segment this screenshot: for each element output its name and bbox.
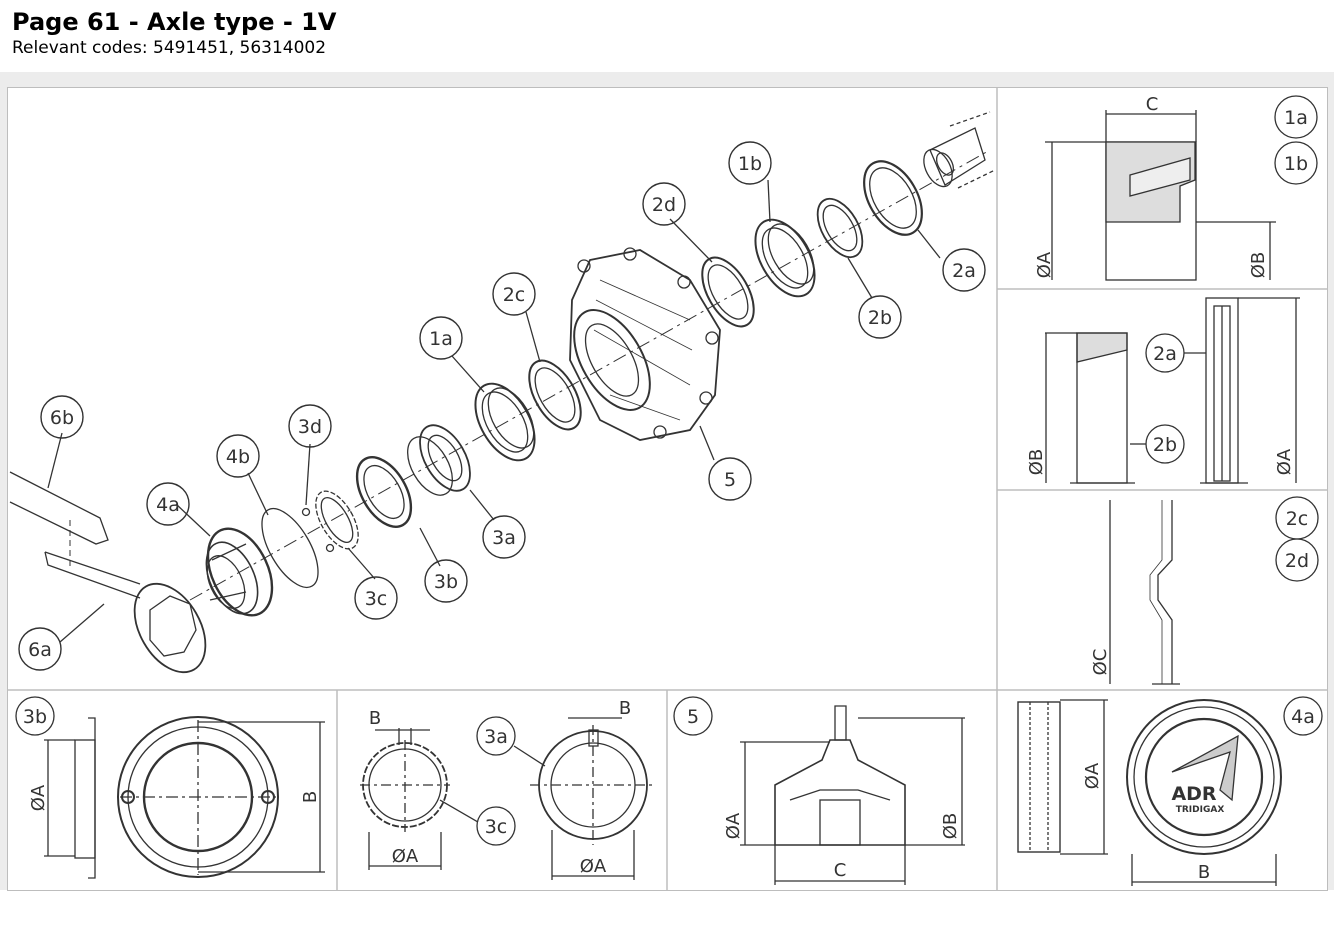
bearing-1b	[754, 218, 816, 298]
panel-grid	[8, 88, 1327, 890]
dimension-labels: C ØA ØB ØB ØA ØC ØA B B ØA B ØA ØA ØB C …	[28, 94, 1295, 883]
detail-seal	[1045, 297, 1300, 484]
detail-washer	[360, 716, 656, 880]
callout-panel-2d: 2d	[1285, 550, 1309, 572]
dim-b-hub: ØB	[940, 813, 961, 840]
exploded-view	[9, 111, 996, 674]
bearing-1a	[474, 382, 536, 462]
callout-panel-1b: 1b	[1284, 153, 1308, 175]
callout-panel-3c: 3c	[485, 816, 508, 838]
detail-hub	[673, 696, 965, 885]
logo-brand: ADR	[1171, 783, 1216, 805]
dim-a-washer: ØA	[580, 856, 607, 877]
leader-lines	[47, 179, 941, 643]
callout-panel-3a: 3a	[484, 726, 508, 748]
axle-shaft	[923, 111, 996, 189]
tool-6	[9, 471, 207, 674]
nut-3b	[355, 456, 413, 528]
seal-2a	[863, 160, 923, 236]
callout-4b: 4b	[226, 446, 250, 468]
callout-2c: 2c	[503, 284, 526, 306]
dim-a-nut: ØA	[28, 784, 49, 811]
dim-b-lockring: B	[369, 708, 381, 729]
screw-3d	[301, 507, 311, 517]
dim-b-seal: ØB	[1026, 449, 1047, 476]
callout-labels: 1b 2d 2a 2b 2c 1a 5 3a 3d 4b 4a 3b 3c 6a…	[23, 107, 1315, 838]
detail-bearing	[1045, 95, 1318, 281]
callout-3c: 3c	[365, 588, 388, 610]
callout-5: 5	[724, 469, 736, 491]
logo-sub: TRIDIGAX	[1176, 805, 1225, 815]
dim-b-washer: B	[619, 698, 631, 719]
dim-b-hubcap: B	[1198, 862, 1210, 883]
spacer-2b	[816, 197, 864, 259]
detail-hubcap	[1017, 696, 1323, 886]
callout-3d: 3d	[298, 416, 322, 438]
lockring-3c	[315, 490, 359, 550]
relevant-codes: Relevant codes: 5491451, 56314002	[12, 38, 327, 58]
dim-a-lockring: ØA	[392, 846, 419, 867]
callout-6a: 6a	[28, 639, 52, 661]
callout-3a: 3a	[492, 527, 516, 549]
page-header: Page 61 - Axle type - 1V Relevant codes:…	[12, 8, 336, 59]
dim-a-hubcap: ØA	[1082, 762, 1103, 789]
callout-panel-2b: 2b	[1153, 434, 1177, 456]
dim-b-bearing: ØB	[1248, 252, 1269, 279]
callout-panel-1a: 1a	[1284, 107, 1308, 129]
oring-4b	[261, 507, 319, 589]
dim-a-hub: ØA	[723, 812, 744, 839]
page-title: Page 61 - Axle type - 1V	[12, 8, 337, 36]
callout-panel-4a: 4a	[1291, 706, 1315, 728]
dim-c-ring: ØC	[1090, 649, 1111, 676]
callout-panel-2a: 2a	[1153, 343, 1177, 365]
adr-logo: ADR TRIDIGAX	[1171, 783, 1224, 815]
ring-2d	[701, 256, 755, 328]
dim-c-hub: C	[834, 860, 847, 881]
hub-5	[569, 247, 721, 441]
callout-6b: 6b	[50, 407, 74, 429]
callout-3b: 3b	[434, 571, 458, 593]
callout-circles	[18, 141, 986, 671]
callout-2a: 2a	[952, 260, 976, 282]
washer-3a	[407, 424, 471, 496]
dim-a-seal: ØA	[1274, 448, 1295, 475]
callout-2d: 2d	[652, 194, 676, 216]
callout-4a: 4a	[156, 494, 180, 516]
dim-b-nut: B	[300, 791, 321, 803]
dim-a-bearing: ØA	[1034, 251, 1055, 278]
hubcap-4a	[205, 527, 274, 617]
callout-1b: 1b	[738, 153, 762, 175]
detail-ring	[1109, 496, 1319, 685]
detail-nut	[15, 696, 325, 879]
ring-2c	[528, 359, 582, 431]
callout-panel-3b: 3b	[23, 706, 47, 728]
dim-c-bearing: C	[1146, 94, 1159, 115]
callout-2b: 2b	[868, 307, 892, 329]
callout-1a: 1a	[429, 328, 453, 350]
callout-panel-5: 5	[687, 706, 699, 728]
callout-panel-2c: 2c	[1286, 508, 1309, 530]
